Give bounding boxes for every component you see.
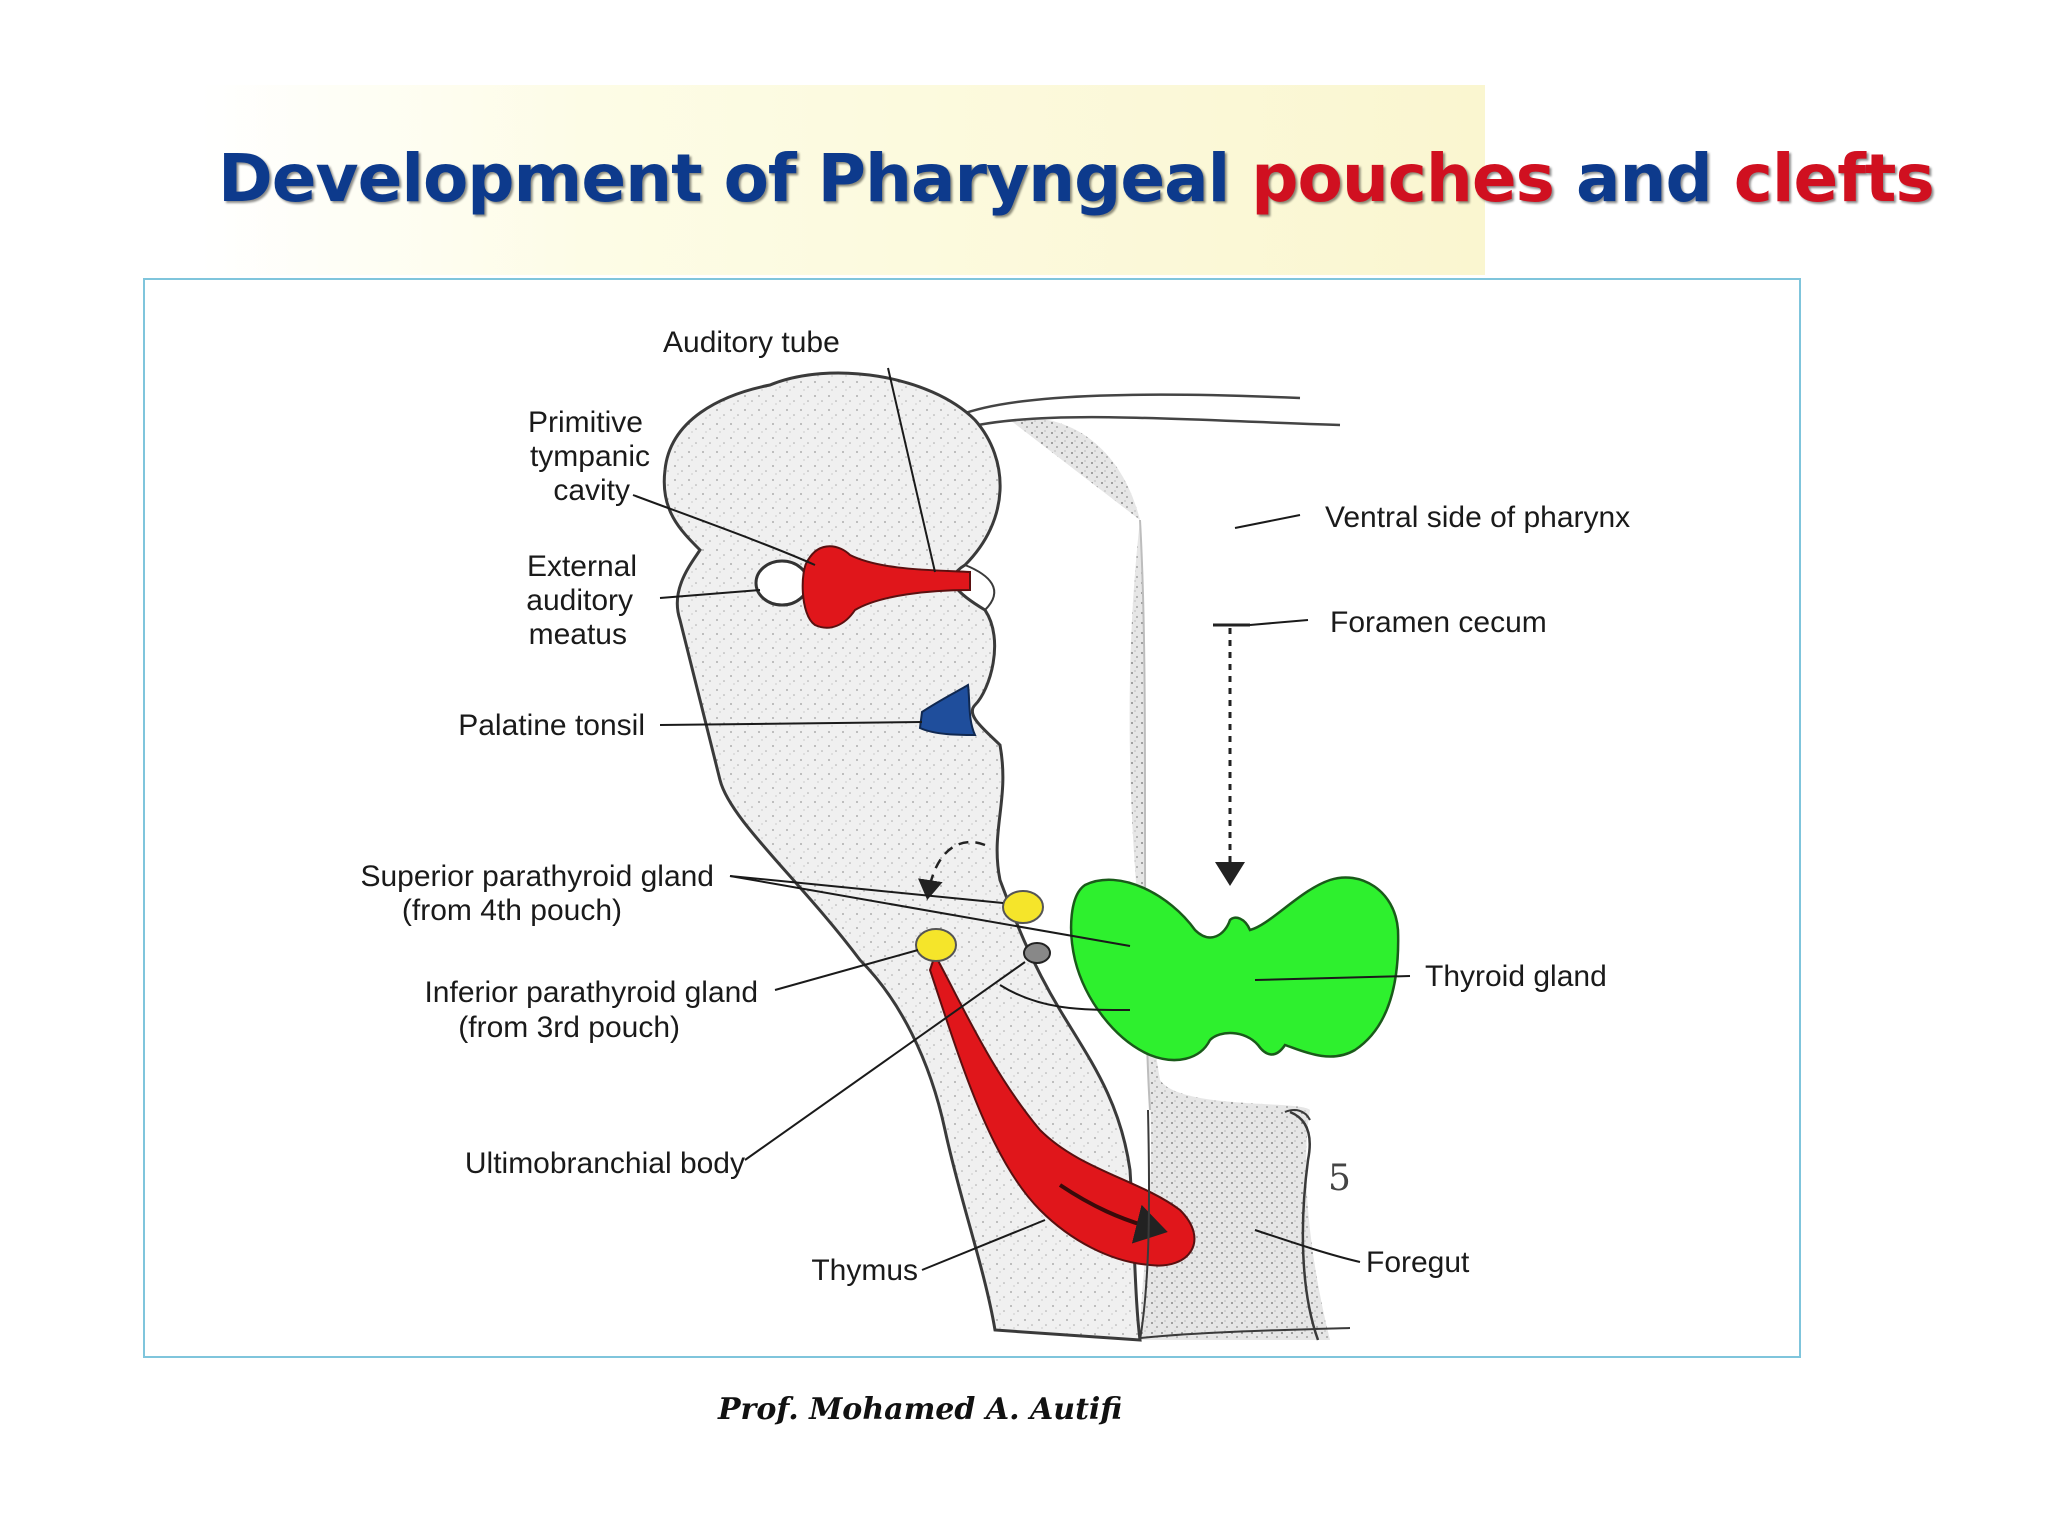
leader-foramen-cecum [1249, 619, 1309, 626]
foregut-top-right [1284, 1109, 1311, 1121]
ultimobranchial-body [1023, 942, 1051, 964]
leader-auditory-tube [887, 367, 936, 573]
label-ultimobranchial: Ultimobranchial body [465, 1147, 745, 1180]
leader-thymus [921, 1219, 1046, 1271]
leader-inferior-parathyroid [774, 949, 919, 991]
label-superior-line-2: (from 4th pouch) [402, 894, 622, 927]
pharynx-roof-inner [977, 415, 1341, 427]
label-inferior-line-2: (from 3rd pouch) [458, 1011, 680, 1044]
label-foregut: Foregut [1366, 1246, 1470, 1279]
label-palatine-tonsil: Palatine tonsil [458, 709, 645, 742]
leader-ultimobranchial-2 [999, 984, 1131, 1011]
title-pouches: pouches [1251, 140, 1555, 217]
thyroid-gland [1069, 876, 1400, 1062]
pharynx-roof [959, 393, 1301, 417]
leader-ventral-side [1234, 514, 1301, 529]
label-inferior-line-1: Inferior parathyroid gland [424, 976, 758, 1009]
leader-thyroid [1254, 975, 1411, 981]
superior-parathyroid [1002, 890, 1044, 924]
label-superior-line-1: Superior parathyroid gland [360, 860, 714, 893]
label-tympanic-line-2: tympanic [530, 440, 650, 473]
migration-arrow [917, 840, 986, 900]
inferior-parathyroid [915, 928, 957, 962]
leader-tympanic-cavity [632, 494, 816, 566]
label-ventral-side: Ventral side of pharynx [1325, 501, 1630, 534]
label-foramen-cecum: Foramen cecum [1330, 606, 1547, 639]
inner-wall [964, 564, 996, 611]
thymus-arrow [1058, 1183, 1168, 1244]
title-part-1: Development of Pharyngeal [218, 140, 1252, 217]
foregut-edge-right [1289, 1110, 1320, 1341]
pharynx-wall [1010, 418, 1330, 1341]
label-external-line-2: auditory [526, 584, 633, 617]
label-external-line-1: External [527, 550, 637, 583]
title-background [200, 85, 1485, 275]
foregut-bottom-rim [1139, 1327, 1351, 1339]
leader-palatine-tonsil [659, 721, 923, 726]
label-thyroid-gland: Thyroid gland [1425, 960, 1607, 993]
label-tympanic-line-1: Primitive [528, 406, 643, 439]
foregut-edge-left [1139, 1109, 1151, 1341]
tympanic-cavity [801, 545, 971, 629]
title-and: and [1553, 140, 1734, 217]
label-auditory-tube: Auditory tube [663, 326, 840, 359]
leader-superior-parathyroid-1 [729, 875, 1004, 904]
leader-superior-parathyroid-2 [729, 875, 1131, 947]
leader-external-meatus [659, 589, 761, 599]
thymus [928, 952, 1196, 1267]
slide-title: Development of Pharyngeal pouches and cl… [218, 140, 1935, 217]
figure-mark: 5 [1328, 1158, 1351, 1199]
author-credit: Prof. Mohamed A. Autifi [718, 1392, 1123, 1427]
label-tympanic-line-3: cavity [553, 474, 630, 507]
label-external-line-3: meatus [529, 618, 627, 651]
leader-foregut [1254, 1229, 1361, 1263]
label-thymus: Thymus [811, 1254, 918, 1287]
title-clefts: clefts [1733, 140, 1935, 217]
leader-ultimobranchial-1 [744, 961, 1026, 1161]
external-auditory-meatus [754, 559, 810, 607]
leader-lines [632, 367, 1411, 1271]
palatine-tonsil [918, 683, 977, 737]
